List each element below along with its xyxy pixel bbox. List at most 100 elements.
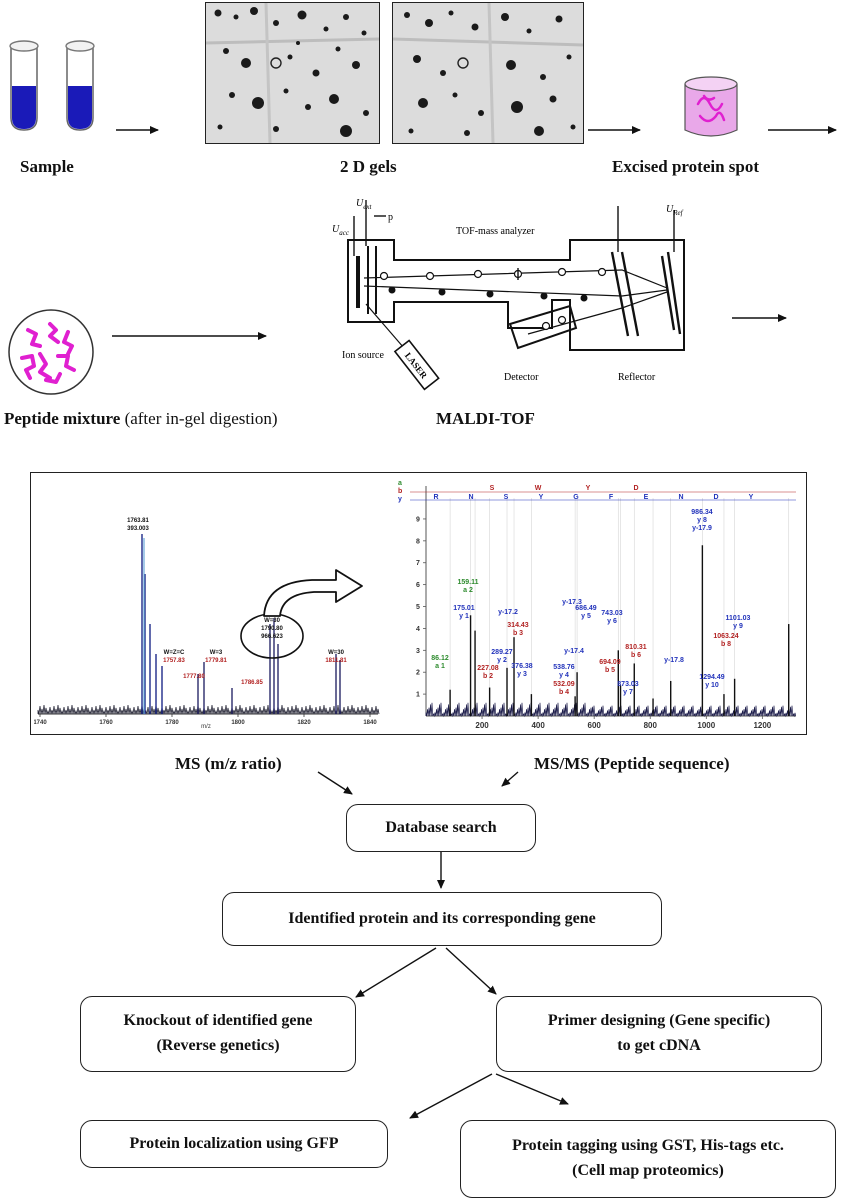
- msms-peak-label: 986.34: [691, 509, 713, 516]
- ion-source-label: Ion source: [342, 350, 384, 361]
- msms-peak-ion: y 4: [559, 672, 569, 679]
- svg-text:Uacc: Uacc: [332, 224, 350, 237]
- peptide-mixture-note: (after in-gel digestion): [124, 409, 278, 428]
- msms-peak-label: 175.01: [453, 605, 475, 612]
- arrow-identified-to-primer: [445, 947, 497, 995]
- y-residue: N: [678, 494, 683, 501]
- primer-designing-box: Primer designing (Gene specific) to get …: [496, 996, 822, 1072]
- knockout-line2: (Reverse genetics): [156, 1037, 280, 1054]
- test-tube-2: [65, 40, 95, 131]
- msms-peaks: [449, 545, 790, 716]
- ms-peak-label: 1811.81: [325, 658, 347, 664]
- msms-peak-ion: a 1: [435, 663, 445, 670]
- ms-x-tick-label: 1740: [34, 720, 47, 726]
- msms-y-tick-label: 4: [416, 626, 420, 633]
- msms-peak-label: y-17.3: [562, 599, 582, 606]
- peptide-mixture-icon: [8, 309, 94, 395]
- ms-peak-label: 1790.80: [261, 626, 283, 632]
- svg-text:URef: URef: [666, 204, 684, 217]
- ms-caption: MS (m/z ratio): [175, 754, 282, 773]
- msms-peak-ion: y 9: [733, 623, 743, 630]
- database-search-box: Database search: [346, 804, 536, 852]
- protein-localization-box: Protein localization using GFP: [80, 1120, 388, 1168]
- ms-peak-label: W=Z=C: [164, 650, 185, 656]
- msms-x-tick-label: 400: [531, 721, 545, 730]
- ms-peak-label: W=30: [328, 650, 345, 656]
- tagging-line2: (Cell map proteomics): [572, 1162, 724, 1179]
- u-ref-sub: Ref: [672, 209, 683, 217]
- msms-peak-label: 314.43: [507, 622, 529, 629]
- b-residue: W: [535, 485, 542, 492]
- msms-peak-label: 86.12: [431, 655, 449, 662]
- msms-peak-label: 1101.03: [726, 615, 751, 622]
- gel-image-1: [205, 2, 380, 144]
- msms-y-tick-label: 1: [416, 692, 420, 699]
- msms-peak-label: 1294.49: [699, 674, 724, 681]
- msms-x-tick-label: 800: [644, 721, 658, 730]
- msms-peak-label: y-17.2: [498, 609, 518, 616]
- ms-baseline-noise: [37, 704, 380, 715]
- msms-y-tick-label: 5: [416, 604, 420, 611]
- tagging-line1: Protein tagging using GST, His-tags etc.: [512, 1137, 784, 1155]
- gel-spots-1: [206, 3, 379, 143]
- arrow-primer-to-localization: [409, 1073, 493, 1119]
- msms-peak-ion: b 4: [559, 689, 569, 696]
- msms-peak-ion: b 3: [513, 630, 523, 637]
- y-residue: N: [468, 494, 473, 501]
- msms-peak-ion: y 3: [517, 671, 527, 678]
- ms-x-axis-label: m/z: [201, 724, 211, 730]
- u-ref-label: U: [666, 204, 674, 215]
- msms-peak-label: 227.08: [477, 665, 499, 672]
- peptide-mixture-label: Peptide mixture (after in-gel digestion): [4, 409, 278, 429]
- msms-y-tick-label: 2: [416, 670, 420, 677]
- msms-peak-label: y-17.4: [564, 648, 584, 655]
- msms-peak-ion: b 6: [631, 652, 641, 659]
- database-search-text: Database search: [385, 818, 497, 836]
- msms-peak-label: 743.03: [601, 610, 623, 617]
- b-residue: D: [633, 485, 638, 492]
- localization-text: Protein localization using GFP: [129, 1134, 339, 1152]
- msms-peak-ion: y 6: [607, 618, 617, 625]
- ms-peak-label: 393.003: [127, 526, 149, 532]
- gels-label: 2 D gels: [340, 157, 397, 176]
- peptide-mixture-bold: Peptide mixture: [4, 409, 121, 428]
- msms-peak-label: 376.38: [511, 663, 533, 670]
- maldi-tof-diagram: LASER Uacc Uext p TOF-mass analyzer URef…: [332, 198, 685, 391]
- msms-peak-ion: b 2: [483, 673, 493, 680]
- msms-x-tick-label: 200: [475, 721, 489, 730]
- ms-peak-label: 1757.83: [163, 658, 185, 664]
- identified-protein-text: Identified protein and its corresponding…: [288, 909, 596, 927]
- tof-title: TOF-mass analyzer: [456, 226, 535, 237]
- msms-peak-ion: b 5: [605, 667, 615, 674]
- knockout-line1: Knockout of identified gene: [123, 1012, 313, 1030]
- msms-peak-ion: y 5: [581, 613, 591, 620]
- msms-x-tick-label: 600: [588, 721, 602, 730]
- y-residue: R: [433, 494, 438, 501]
- gel-image-2: [392, 2, 584, 144]
- msms-peak-label: y-17.9: [692, 525, 712, 532]
- ms-x-tick-label: 1820: [297, 720, 311, 726]
- y-residue: Y: [539, 494, 544, 501]
- excised-spot-icon: [684, 76, 738, 137]
- b-residue: S: [490, 485, 495, 492]
- b-residue: Y: [586, 485, 591, 492]
- ms-peak-label: 966.623: [261, 634, 283, 640]
- msms-peak-label: 694.09: [599, 659, 621, 666]
- ms-peak-label: W=30: [264, 618, 281, 624]
- spectra-panel: [30, 472, 807, 735]
- ms-x-tick-label: 1760: [99, 720, 113, 726]
- msms-y-tick-label: 6: [416, 582, 420, 589]
- msms-peak-label: 1063.24: [713, 633, 738, 640]
- test-tube-1: [9, 40, 39, 131]
- msms-y-tick-label: 9: [416, 516, 420, 523]
- msms-peak-ion: y 1: [459, 613, 469, 620]
- series-y-label: y: [398, 496, 402, 503]
- y-residue: G: [573, 494, 579, 501]
- primer-line2: to get cDNA: [617, 1037, 701, 1054]
- msms-peak-label: 538.76: [553, 664, 575, 671]
- msms-peak-label: 686.49: [575, 605, 597, 612]
- y-residue: D: [713, 494, 718, 501]
- msms-noise-trace: [425, 702, 797, 718]
